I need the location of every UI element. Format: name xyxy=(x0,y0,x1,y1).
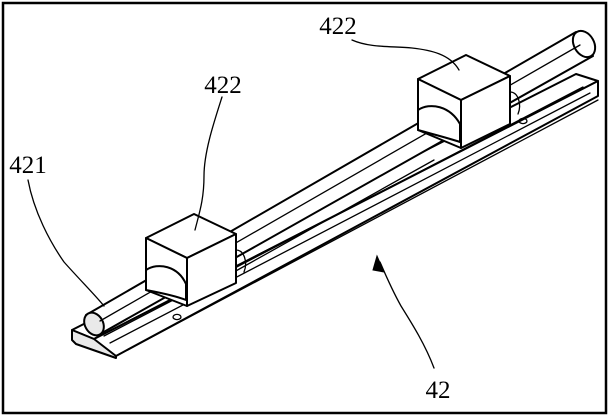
label-rod: 421 xyxy=(9,152,47,179)
block-right-shaft-collar xyxy=(509,91,521,115)
label-assembly: 42 xyxy=(426,377,451,404)
base-rail-end-cap xyxy=(71,329,117,359)
leader-block-top xyxy=(351,39,460,71)
leader-assembly xyxy=(379,261,435,369)
block-left-shaft-collar xyxy=(235,249,247,273)
rod-end-cap-right xyxy=(571,29,597,59)
slide-block-left xyxy=(145,213,247,307)
base-rail-groove-line xyxy=(115,99,599,357)
ridge-line-lower xyxy=(109,92,591,344)
slide-block-right xyxy=(417,54,521,149)
leader-rod xyxy=(27,179,105,307)
assembly-arrowhead xyxy=(372,254,385,273)
label-block-left: 422 xyxy=(204,72,242,99)
label-block-top: 422 xyxy=(319,13,357,40)
mounting-hole-left xyxy=(172,313,182,321)
base-rail-front-face xyxy=(93,80,599,357)
block-right-bushing xyxy=(417,105,461,143)
block-left-bushing xyxy=(145,265,187,301)
leader-lines xyxy=(27,39,460,369)
leader-block-left xyxy=(194,96,223,231)
